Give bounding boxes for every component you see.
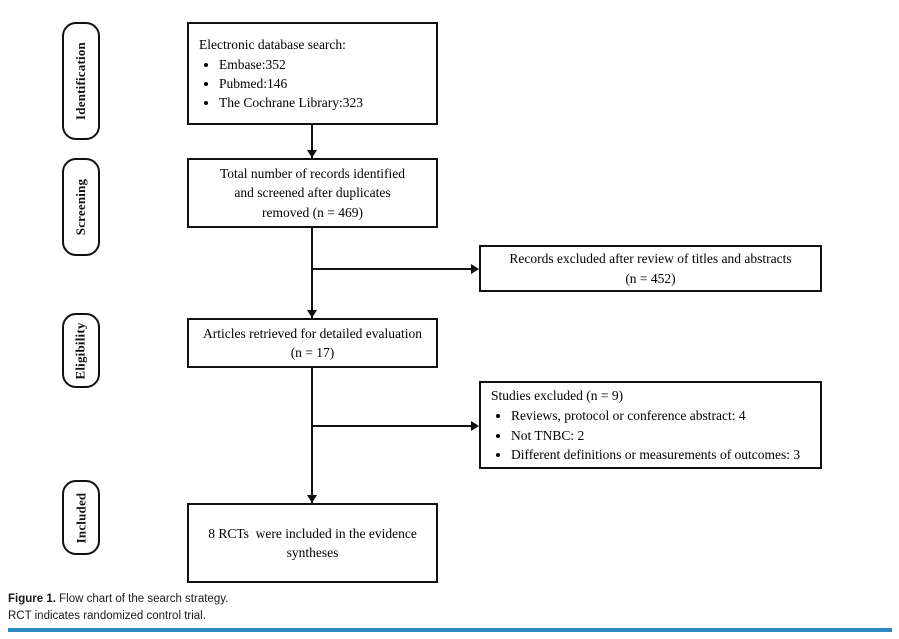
box-identification: Electronic database search: Embase:352 P…: [187, 22, 438, 125]
stage-label-eligibility: Eligibility: [73, 321, 89, 380]
connector-eligibility-to-excluded-studies: [311, 425, 473, 427]
box-included-content: 8 RCTs were included in the evidence syn…: [189, 524, 436, 562]
connector-eligibility-to-included: [311, 368, 313, 503]
box-eligibility: Articles retrieved for detailed evaluati…: [187, 318, 438, 368]
arrow-down-icon: [307, 310, 317, 318]
list-item: Different definitions or measurements of…: [511, 445, 810, 464]
figure-caption-note: RCT indicates randomized control trial.: [8, 609, 206, 622]
box-identification-bullet-list: Embase:352 Pubmed:146 The Cochrane Libra…: [199, 55, 426, 112]
caption-divider-rule: [8, 628, 892, 632]
connector-screening-to-eligibility: [311, 228, 313, 318]
box-excluded-studies-content: Studies excluded (n = 9) Reviews, protoc…: [481, 386, 820, 464]
stage-pill-screening: Screening: [62, 158, 100, 256]
box-screening-line-2: and screened after duplicates: [234, 185, 391, 201]
list-item: Embase:352: [219, 55, 426, 74]
stage-pill-identification: Identification: [62, 22, 100, 140]
box-identification-content: Electronic database search: Embase:352 P…: [189, 35, 436, 113]
arrow-right-icon: [471, 421, 479, 431]
box-identification-heading: Electronic database search:: [199, 36, 346, 52]
arrow-right-icon: [471, 264, 479, 274]
box-included-line-2: syntheses: [286, 545, 339, 560]
stage-pill-included: Included: [62, 480, 100, 555]
box-eligibility-content: Articles retrieved for detailed evaluati…: [189, 324, 436, 362]
list-item: The Cochrane Library:323: [219, 93, 426, 112]
stage-label-included: Included: [73, 492, 89, 543]
connector-identification-to-screening: [311, 125, 313, 158]
stage-label-screening: Screening: [73, 178, 89, 236]
box-excluded-titles-line-1: Records excluded after review of titles …: [509, 251, 792, 267]
box-included-line-1: 8 RCTs were included in the evidence: [208, 525, 417, 541]
arrow-down-icon: [307, 495, 317, 503]
connector-screening-to-excluded-titles: [311, 268, 473, 270]
figure-caption-label: Figure 1.: [8, 593, 56, 605]
list-item: Not TNBC: 2: [511, 426, 810, 445]
box-excluded-studies-heading: Studies excluded (n = 9): [491, 388, 624, 404]
box-excluded-titles-abstracts: Records excluded after review of titles …: [479, 245, 822, 292]
box-excluded-studies-bullet-list: Reviews, protocol or conference abstract…: [491, 406, 810, 463]
box-included: 8 RCTs were included in the evidence syn…: [187, 503, 438, 583]
box-excluded-titles-line-2: (n = 452): [625, 270, 676, 286]
figure-caption-text: Flow chart of the search strategy.: [59, 593, 229, 605]
list-item: Pubmed:146: [219, 74, 426, 93]
box-excluded-studies: Studies excluded (n = 9) Reviews, protoc…: [479, 381, 822, 469]
arrow-down-icon: [307, 150, 317, 158]
box-screening: Total number of records identified and s…: [187, 158, 438, 228]
figure-caption: Figure 1. Flow chart of the search strat…: [8, 592, 888, 624]
box-eligibility-line-2: (n = 17): [290, 345, 335, 360]
box-screening-content: Total number of records identified and s…: [189, 164, 436, 221]
stage-pill-eligibility: Eligibility: [62, 313, 100, 388]
box-eligibility-line-1: Articles retrieved for detailed evaluati…: [203, 325, 422, 341]
box-screening-line-1: Total number of records identified: [220, 166, 405, 182]
box-excluded-titles-content: Records excluded after review of titles …: [481, 249, 820, 287]
list-item: Reviews, protocol or conference abstract…: [511, 406, 810, 425]
stage-label-identification: Identification: [73, 42, 89, 120]
box-screening-line-3: removed (n = 469): [262, 204, 363, 220]
